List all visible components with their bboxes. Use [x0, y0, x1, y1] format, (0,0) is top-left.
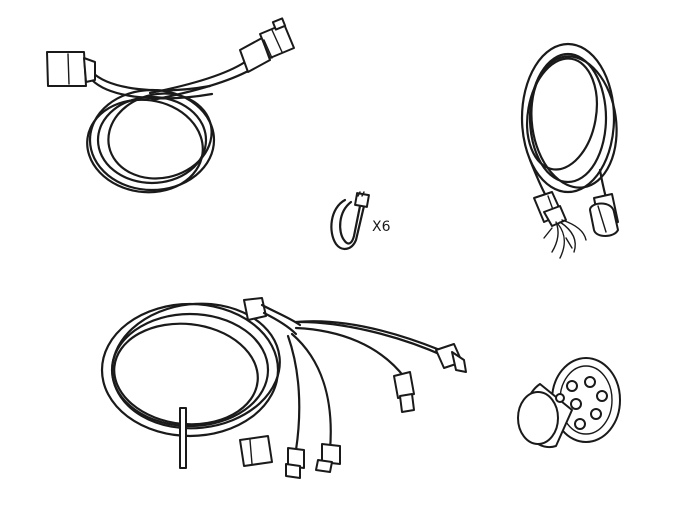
zip-tie-icon — [330, 191, 370, 250]
round-connector — [517, 357, 621, 448]
connector-icon — [533, 191, 567, 227]
extension-harness — [46, 17, 295, 194]
round-connector-icon — [517, 357, 621, 448]
connector-icon — [46, 51, 96, 87]
cable-tie — [330, 191, 370, 250]
connector-icon — [239, 435, 273, 467]
connector-icon — [315, 443, 341, 473]
wire-leads — [543, 219, 587, 259]
connector-icon — [589, 193, 619, 237]
main-harness — [100, 297, 467, 479]
connector-icon — [285, 447, 305, 479]
cable-tie-quantity: X6 — [372, 219, 391, 235]
connector-icon — [435, 343, 467, 373]
connector-icon — [393, 371, 415, 413]
connector-icon — [239, 17, 295, 73]
adapter-harness — [520, 42, 619, 259]
